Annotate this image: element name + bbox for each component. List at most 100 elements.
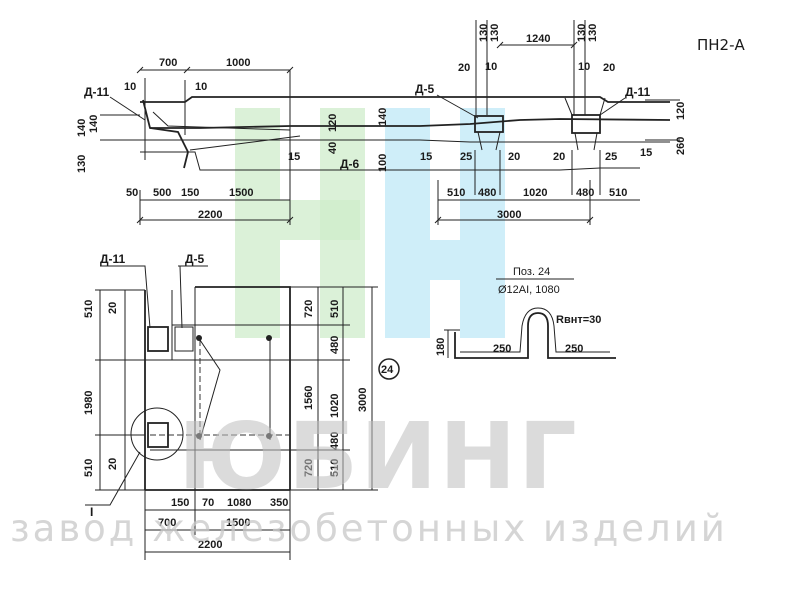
logo-green-block-left bbox=[235, 108, 280, 338]
dim-plan-1560: 1560 bbox=[303, 386, 315, 410]
bar-height-dim bbox=[444, 329, 460, 358]
dim-480-a: 480 bbox=[478, 187, 496, 199]
d11-box-right-legs bbox=[574, 132, 598, 151]
dim-130-c: 130 bbox=[576, 24, 588, 42]
plan-bottom-dim-lines bbox=[144, 490, 291, 560]
watermark-subtitle: завод железобетонных изделий bbox=[10, 507, 728, 550]
dim-plan-480-bottom: 480 bbox=[329, 432, 341, 450]
leader-d5-top bbox=[436, 94, 479, 119]
top-dim-lines bbox=[100, 44, 680, 221]
dim-plan-510-right-top: 510 bbox=[329, 300, 341, 318]
dim-1020: 1020 bbox=[523, 187, 547, 199]
plan-anchor-3 bbox=[196, 433, 202, 439]
dim-120-right: 120 bbox=[675, 102, 687, 120]
dim-plan-20-top: 20 bbox=[107, 302, 119, 314]
bar-height: 180 bbox=[435, 338, 447, 356]
dim-700-top: 700 bbox=[159, 57, 177, 69]
dim-plan-700: 700 bbox=[158, 517, 176, 529]
d5-box bbox=[474, 115, 504, 133]
dim-15-a: 15 bbox=[288, 151, 300, 163]
dim-plan-1980: 1980 bbox=[83, 391, 95, 415]
dim-10-c: 10 bbox=[485, 61, 497, 73]
dim-130-d: 130 bbox=[587, 24, 599, 42]
plan-diagonal-bars bbox=[199, 339, 271, 441]
d5-box-legs bbox=[477, 131, 501, 151]
dim-plan-350: 350 bbox=[270, 497, 288, 509]
dim-1240: 1240 bbox=[526, 33, 550, 45]
plan-anchor-2 bbox=[266, 335, 272, 341]
top-beam-upper-edge bbox=[140, 96, 670, 103]
dim-130-b: 130 bbox=[489, 24, 501, 42]
leader-d5-plan bbox=[178, 265, 208, 329]
left-slope-inner bbox=[152, 111, 291, 131]
dim-10-a: 10 bbox=[124, 81, 136, 93]
dim-140-c: 140 bbox=[377, 108, 389, 126]
dim-plan-510-right-bottom: 510 bbox=[329, 459, 341, 477]
bar-spec: Ø12AI, 1080 bbox=[498, 284, 560, 296]
bar-radius: Rвнт=30 bbox=[556, 314, 601, 326]
position-circle bbox=[378, 358, 400, 380]
plan-d11-part bbox=[147, 326, 169, 352]
bar-left-leg: 250 bbox=[493, 343, 511, 355]
bar-position: Поз. 24 bbox=[513, 266, 550, 278]
dim-25-a: 25 bbox=[460, 151, 472, 163]
dim-140-b: 140 bbox=[88, 115, 100, 133]
plan-anchor-4 bbox=[266, 433, 272, 439]
position-marker: 24 bbox=[378, 358, 400, 380]
dim-510-a: 510 bbox=[447, 187, 465, 199]
dim-500: 500 bbox=[153, 187, 171, 199]
dim-100: 100 bbox=[377, 154, 389, 172]
logo-blue-block-mid bbox=[430, 240, 460, 280]
bar-detail: Поз. 24 Ø12AI, 1080 180 250 250 Rвнт=30 bbox=[435, 266, 616, 359]
bar-shape-outer bbox=[460, 307, 610, 353]
plan-bottom-part bbox=[147, 422, 169, 448]
dim-1500: 1500 bbox=[229, 187, 253, 199]
plan-right-dim-lines bbox=[290, 286, 378, 491]
dim-plan-70: 70 bbox=[202, 497, 214, 509]
dim-plan-1020: 1020 bbox=[329, 394, 341, 418]
plan-d5-part bbox=[174, 326, 194, 352]
dim-plan-1500: 1500 bbox=[226, 517, 250, 529]
dim-20-d: 20 bbox=[553, 151, 565, 163]
dim-10-b: 10 bbox=[195, 81, 207, 93]
dim-510-b: 510 bbox=[609, 187, 627, 199]
dim-plan-2200: 2200 bbox=[198, 539, 222, 551]
dim-plan-3000: 3000 bbox=[357, 388, 369, 412]
d11-box-right bbox=[571, 114, 601, 134]
top-section-view: Д-11 Д-5 Д-11 Д-6 700 1000 10 10 130 130… bbox=[76, 20, 687, 225]
left-slope-inner-2 bbox=[189, 135, 301, 151]
sheet-title: ПН2-А bbox=[697, 36, 746, 54]
dim-plan-720-bottom: 720 bbox=[303, 459, 315, 477]
dim-plan-480-top: 480 bbox=[329, 336, 341, 354]
dim-plan-510-top: 510 bbox=[83, 300, 95, 318]
section-mark: I bbox=[90, 505, 93, 519]
position-number: 24 bbox=[381, 364, 394, 376]
dim-plan-720-top: 720 bbox=[303, 300, 315, 318]
label-d6: Д-6 bbox=[340, 157, 360, 171]
dim-10-d: 10 bbox=[578, 61, 590, 73]
top-beam-bottom-line bbox=[140, 139, 670, 143]
dim-25-b: 25 bbox=[605, 151, 617, 163]
label-d11-right: Д-11 bbox=[625, 85, 651, 99]
dim-40: 40 bbox=[327, 142, 339, 154]
plan-inner-lines bbox=[145, 287, 290, 490]
dim-plan-1080: 1080 bbox=[227, 497, 251, 509]
dim-480-b: 480 bbox=[576, 187, 594, 199]
dim-2200-top: 2200 bbox=[198, 209, 222, 221]
plan-view: I Д-11 Д-5 24 510 20 1980 20 510 720 510… bbox=[83, 252, 400, 560]
bar-shape bbox=[454, 312, 616, 359]
top-extension-lines bbox=[139, 20, 601, 225]
label-d11-left: Д-11 bbox=[84, 85, 110, 99]
left-slope bbox=[142, 99, 189, 169]
dim-15-b: 15 bbox=[420, 151, 432, 163]
dim-20-a: 20 bbox=[458, 62, 470, 74]
label-d5-top: Д-5 bbox=[415, 82, 435, 96]
plan-anchor-1 bbox=[196, 335, 202, 341]
dim-20-b: 20 bbox=[603, 62, 615, 74]
dim-120-mid: 120 bbox=[327, 114, 339, 132]
label-d11-plan: Д-11 bbox=[100, 252, 126, 266]
dim-50: 50 bbox=[126, 187, 138, 199]
top-dim-ticks bbox=[136, 41, 594, 224]
dim-140-left: 140 bbox=[76, 119, 88, 137]
